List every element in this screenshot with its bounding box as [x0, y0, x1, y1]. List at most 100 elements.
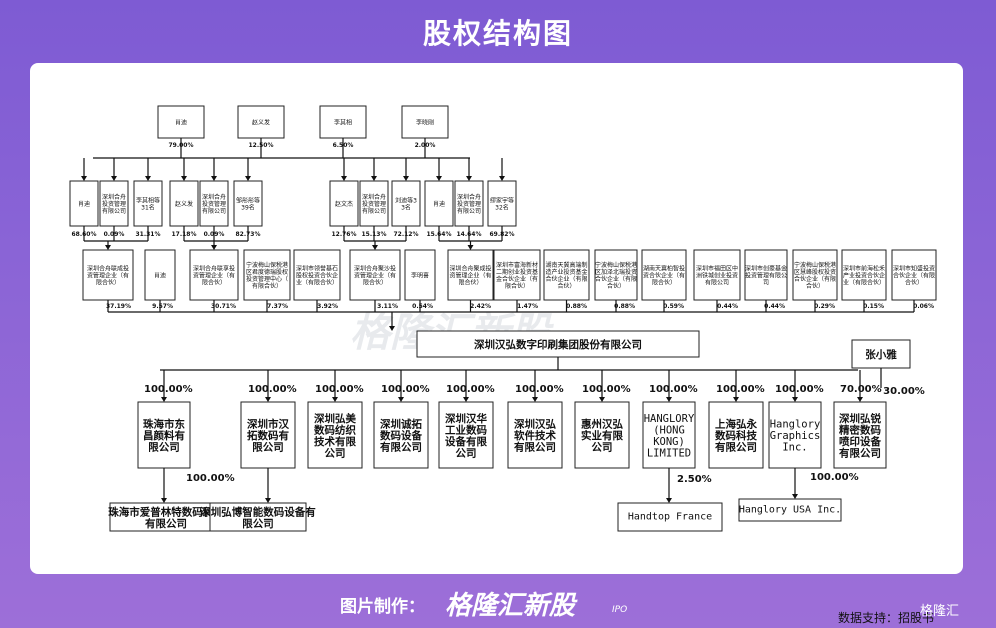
- arrow-head: [792, 494, 798, 499]
- shareholder-label: 深圳合舟联成投资管理企业（有限合伙）: [87, 264, 129, 286]
- shareholder-label: 深圳市前海松禾产业投资合伙企业（有限合伙）: [843, 264, 885, 286]
- footer-made-by: 图片制作：: [340, 597, 425, 617]
- group-member-frame: [199, 180, 229, 227]
- arrow-head: [599, 397, 605, 402]
- shareholder-label: 宁波梅山保税港区慧峰股权投资合伙企业（有限合伙）: [794, 261, 836, 290]
- arrow-head: [161, 498, 167, 503]
- arrow-head: [857, 397, 863, 402]
- arrow-head: [211, 176, 217, 181]
- shareholder-pct: 30.71%: [211, 303, 236, 310]
- shareholder-pct: 0.06%: [913, 303, 934, 310]
- arrow-head: [398, 397, 404, 402]
- arrow-head: [265, 498, 271, 503]
- subsidiary-label: 深圳弘美数码纺织技术有限公司: [313, 412, 356, 460]
- grandchild: 珠海市爱普林特数码科技有限公司: [108, 502, 224, 532]
- grandchild: Handtop France: [617, 502, 723, 532]
- side-holder-frame: [851, 339, 911, 369]
- group-member-frame: [99, 180, 129, 227]
- subsidiary: 深圳弘美数码纺织技术有限公司: [307, 401, 363, 469]
- shareholder: 宁波梅山保税港区加泽北瑞投资合伙企业（有限合伙）: [594, 249, 638, 301]
- group-member: 赵文杰: [329, 180, 359, 227]
- top-person: 赵义发: [237, 105, 285, 139]
- top-person-frame: [237, 105, 285, 139]
- shareholder: 深圳合舟联成投资管理企业（有限合伙）: [82, 249, 134, 301]
- corner-logo: 格隆汇: [920, 604, 960, 619]
- shareholder-pct: 0.88%: [566, 303, 587, 310]
- shareholder-pct: 3.92%: [317, 303, 338, 310]
- subsidiary-label: 惠州汉弘实业有限公司: [581, 418, 623, 454]
- side-holder-label: 张小雅: [865, 348, 897, 361]
- shareholder-frame: [693, 249, 741, 301]
- subsidiary-pct: 100.00%: [381, 384, 430, 395]
- subsidiary-label: 深圳诚拓数码设备有限公司: [379, 418, 422, 454]
- side-holder: 张小雅: [851, 339, 911, 369]
- arrow-head: [792, 397, 798, 402]
- subsidiary-pct: 100.00%: [446, 384, 495, 395]
- group-member-label: 肖迪: [78, 200, 90, 208]
- brand-ipo: IPO: [612, 605, 628, 615]
- subsidiary-frame: [373, 401, 429, 469]
- group-member-frame: [454, 180, 484, 227]
- shareholder-label: 深圳合舟聚成投资管理企业（有限合伙）: [449, 264, 491, 286]
- subsidiary-frame: [642, 401, 696, 469]
- shareholder-pct: 0.29%: [814, 303, 835, 310]
- arrow-head: [666, 397, 672, 402]
- shareholder: 深圳市前海松禾产业投资合伙企业（有限合伙）: [841, 249, 887, 301]
- subsidiary-label: 珠海市东昌颜料有限公司: [143, 418, 185, 454]
- group-member: 深圳合舟投资管理有限公司: [99, 180, 129, 227]
- shareholder: 李明喜: [404, 249, 436, 301]
- group-member: 赵义发: [169, 180, 199, 227]
- shareholder-pct: 0.44%: [717, 303, 738, 310]
- arrow-head: [105, 245, 111, 250]
- shareholder-frame: [841, 249, 887, 301]
- shareholder-frame: [243, 249, 291, 301]
- page-title: 股权结构图: [422, 17, 573, 50]
- shareholder-frame: [189, 249, 239, 301]
- top-person-label: 李其相: [334, 118, 352, 126]
- shareholder-label: 李明喜: [411, 271, 429, 279]
- shareholder-frame: [349, 249, 401, 301]
- subsidiary-label: 深圳汉弘软件技术有限公司: [514, 418, 556, 454]
- shareholder-frame: [144, 249, 176, 301]
- shareholder-pct: 2.42%: [470, 303, 491, 310]
- shareholder-pct: 9.57%: [152, 303, 173, 310]
- subsidiary-frame: [507, 401, 563, 469]
- shareholder: 深圳合舟聚成投资管理企业（有限合伙）: [447, 249, 494, 301]
- group-member-frame: [329, 180, 359, 227]
- shareholder-pct: 0.59%: [663, 303, 684, 310]
- shareholder-label: 深圳合舟聚沙投资管理企业（有限合伙）: [354, 264, 396, 286]
- group-member-frame: [233, 180, 263, 227]
- arrow-head: [211, 245, 217, 250]
- shareholder-pct: 3.11%: [377, 303, 398, 310]
- subsidiary-pct: 100.00%: [716, 384, 765, 395]
- top-person-label: 肖迪: [175, 118, 187, 126]
- chart-panel: 格隆汇新股肖迪79.00%赵义发12.50%李其相6.50%李晓刚2.00%肖迪…: [30, 63, 963, 625]
- shareholder: 深圳合舟联享投资管理企业（有限合伙）: [189, 249, 239, 301]
- arrow-head: [265, 397, 271, 402]
- shareholder-frame: [82, 249, 134, 301]
- arrow-head: [145, 176, 151, 181]
- top-person-label: 李晓刚: [416, 118, 434, 126]
- shareholder: 深圳合舟聚沙投资管理企业（有限合伙）: [349, 249, 401, 301]
- group-member-label: 深圳合舟投资管理有限公司: [362, 193, 386, 215]
- subsidiary: 深圳市汉拓数码有限公司: [240, 401, 296, 469]
- group-member-frame: [424, 180, 454, 227]
- shareholder-pct: 0.54%: [412, 303, 433, 310]
- subsidiary-pct: 100.00%: [144, 384, 193, 395]
- shareholder-frame: [744, 249, 788, 301]
- arrow-head: [372, 245, 378, 250]
- arrow-head: [341, 176, 347, 181]
- arrow-head: [111, 176, 117, 181]
- shareholder-label: 深圳市创豪基金投资管理有限公司: [745, 264, 787, 286]
- brand-logo-text: 格隆汇新股: [445, 591, 576, 621]
- arrow-head: [467, 245, 474, 250]
- shareholder-label: 湖南天冀柏智投资合伙企业（有限合伙）: [643, 264, 685, 286]
- arrow-head: [666, 498, 672, 503]
